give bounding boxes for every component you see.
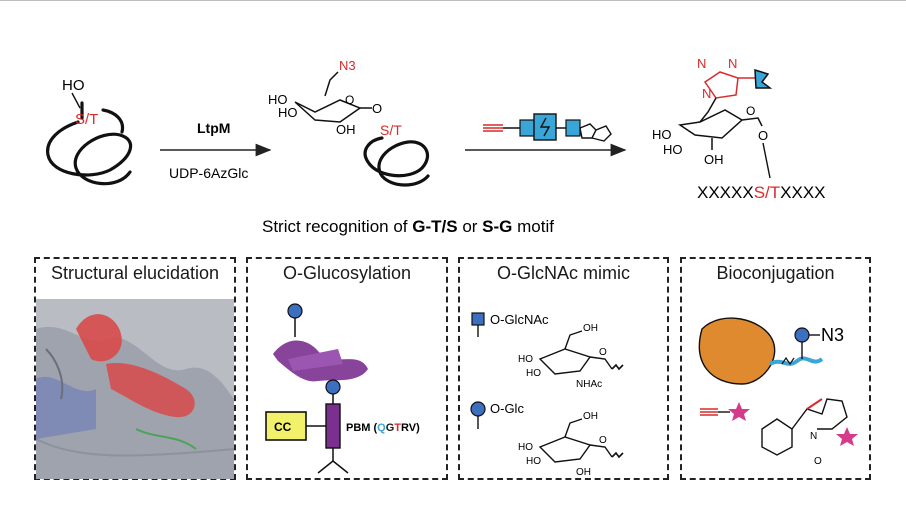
panel-title: Structural elucidation	[50, 263, 220, 283]
glc-oh-2: OH	[576, 467, 591, 478]
site-label-mid: S/T	[380, 122, 402, 138]
glcnac-nhac: NHAc	[576, 379, 602, 390]
sugar-ho-2: HO	[278, 105, 298, 120]
glcnac-o: O	[599, 347, 607, 358]
product-sequence: XXXXXS/TXXXX	[697, 183, 826, 202]
glc-oh-1: OH	[583, 411, 598, 422]
panel-o-glcnac-mimic: O-GlcNAc mimic O-GlcNAc OH HO HO NHAc O …	[458, 257, 669, 480]
glcnac-square-icon	[471, 312, 485, 326]
glcnac-ho-2: HO	[526, 368, 541, 379]
product-ho-1: HO	[652, 127, 672, 142]
glycoprotein-intermediate	[294, 71, 372, 123]
sugar-oh-3: OH	[336, 122, 356, 137]
glyco-o-product: O	[758, 128, 768, 143]
triazole-product	[677, 68, 773, 150]
donor-label: UDP-6AzGlc	[169, 165, 248, 181]
glucosylation-illustration: CC PBM (QGTRV)	[265, 303, 420, 474]
top-divider	[0, 0, 906, 1]
glc-ho-2: HO	[526, 456, 541, 467]
star-icon-1	[728, 402, 750, 421]
n-label: N	[810, 431, 817, 442]
protein-substrate	[46, 101, 133, 186]
glc-circle-icon	[470, 401, 486, 417]
bioconjugation-illustration: N3 N O	[698, 317, 858, 467]
star-icon-2	[836, 427, 858, 446]
glc-o: O	[599, 435, 607, 446]
glyco-bond	[762, 142, 771, 179]
pbm-label: PBM (QGTRV)	[346, 422, 420, 434]
panel-bioconjugation: Bioconjugation N3 N O	[680, 257, 871, 480]
ring-o-product: O	[746, 104, 755, 118]
cc-label: CC	[274, 420, 292, 434]
product-oh-3: OH	[704, 152, 724, 167]
product-ho-2: HO	[663, 142, 683, 157]
protein-coil-mid	[363, 136, 430, 187]
protein-surface-image	[36, 299, 234, 479]
o-label: O	[814, 456, 822, 467]
protein-blob	[698, 317, 776, 385]
triazole-n2: N	[728, 56, 737, 71]
triazole-n1: N	[697, 56, 706, 71]
glc-label: O-Glc	[490, 401, 524, 416]
panel-title: O-GlcNAc mimic	[497, 263, 630, 283]
azide-label: N3	[821, 325, 844, 345]
triazole-n3: N	[702, 86, 711, 101]
glcnac-structures: O-GlcNAc OH HO HO NHAc O O-Glc OH HO HO …	[470, 312, 624, 478]
sugar-ho-1: HO	[268, 92, 288, 107]
panel-o-glucosylation: O-Glucosylation CC PBM (QGTRV)	[246, 257, 448, 480]
azide-label-mid: N3	[339, 58, 356, 73]
ring-o-mid: O	[345, 93, 354, 107]
alkyne-probe	[483, 113, 612, 142]
site-label: S/T	[75, 111, 98, 128]
recognition-statement: Strict recognition of G-T/S or S-G motif	[262, 217, 554, 236]
glcnac-oh-1: OH	[583, 323, 598, 334]
glcnac-ho-1: HO	[518, 354, 533, 365]
sugar-circle-icon	[794, 327, 810, 343]
oh-bond	[71, 92, 81, 109]
glc-ho-1: HO	[518, 442, 533, 453]
glcnac-label: O-GlcNAc	[490, 312, 549, 327]
panel-title: Bioconjugation	[716, 263, 835, 283]
panel-title: O-Glucosylation	[282, 263, 412, 283]
hydroxyl-label: HO	[62, 77, 85, 94]
glyco-o-mid: O	[372, 101, 382, 116]
panel-structural-elucidation: Structural elucidation	[34, 257, 236, 480]
enzyme-label: LtpM	[197, 120, 230, 136]
